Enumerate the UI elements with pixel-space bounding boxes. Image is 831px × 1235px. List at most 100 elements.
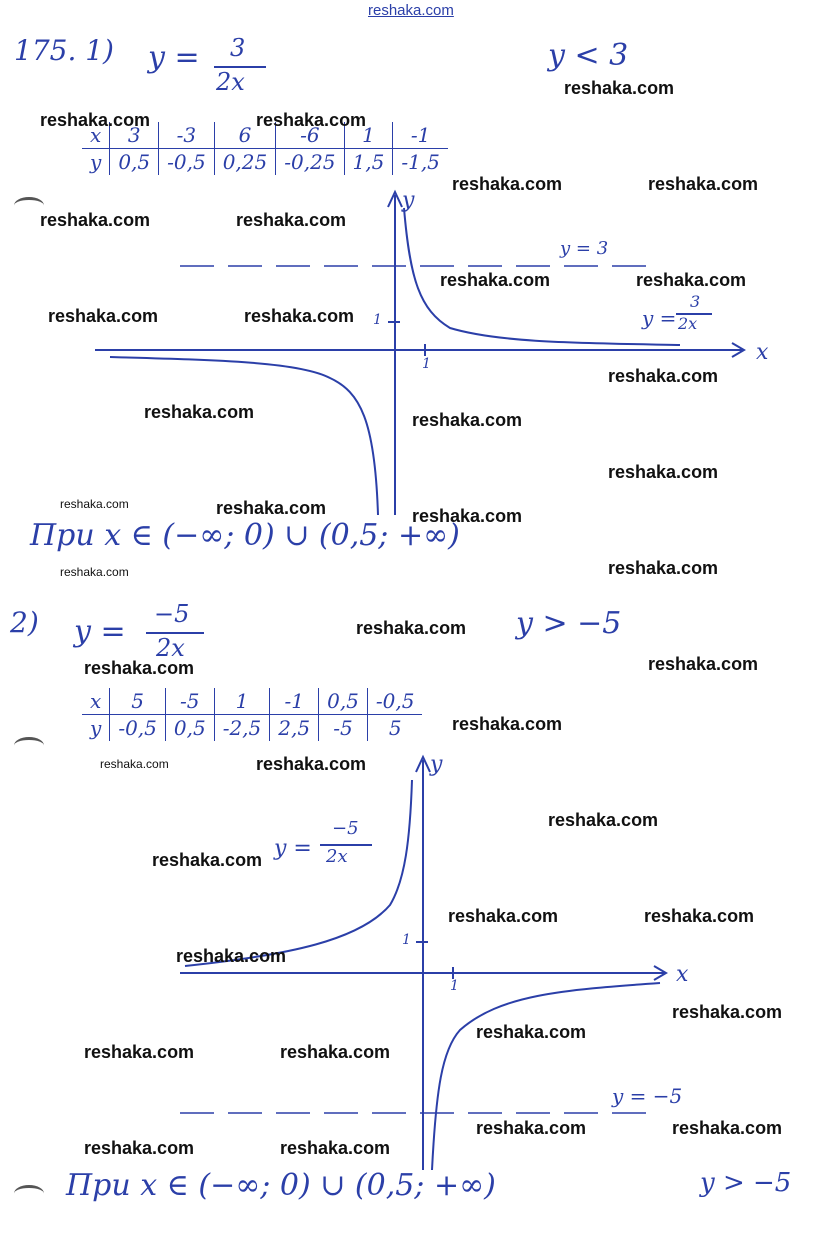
- header-link[interactable]: reshaka.com: [368, 2, 454, 19]
- graph1-tick-y-label: 1: [373, 312, 382, 328]
- watermark: reshaka.com: [100, 757, 169, 771]
- watermark: reshaka.com: [40, 210, 151, 230]
- watermark: reshaka.com: [412, 506, 523, 526]
- watermark: reshaka.com: [648, 654, 759, 674]
- y-axis-arrow: [415, 754, 431, 773]
- graph1-axis-y-label: y: [402, 188, 415, 213]
- graph2-curve-label-num: −5: [332, 818, 359, 839]
- watermark: reshaka.com: [412, 410, 523, 430]
- graph2-curve-label-lhs: y =: [274, 836, 312, 861]
- watermark: reshaka.com: [356, 618, 467, 638]
- table-cell: 2,5: [269, 714, 319, 741]
- hyperbola-branch-right: [431, 982, 661, 1171]
- problem1-value-table: x 3 -3 6 -6 1 -1 y 0,5 -0,5 0,25 -0,25 1…: [82, 122, 448, 175]
- watermark: reshaka.com: [672, 1002, 783, 1022]
- table-cell: -1: [392, 122, 448, 149]
- table-cell: 0,5: [164, 714, 215, 741]
- watermark: reshaka.com: [476, 1118, 587, 1138]
- table-cell: 0,5: [318, 688, 368, 715]
- watermark: reshaka.com: [440, 270, 551, 290]
- x-axis-arrow: [653, 965, 668, 981]
- problem1-equation-den: 2x: [216, 68, 245, 96]
- graph1-curve-label-lhs: y =: [642, 306, 677, 330]
- table-cell: -0,5: [158, 148, 215, 175]
- table-cell: x: [82, 122, 110, 149]
- watermark: reshaka.com: [476, 1022, 587, 1042]
- graph1-curve-label-bar: [676, 313, 712, 315]
- watermark: reshaka.com: [216, 498, 327, 518]
- problem2-number: 2): [10, 606, 39, 639]
- problem1-number: 175. 1): [14, 34, 114, 67]
- problem2-condition: y > −5: [516, 606, 622, 641]
- watermark: reshaka.com: [176, 946, 287, 966]
- table-row: x 3 -3 6 -6 1 -1: [82, 122, 448, 149]
- watermark: reshaka.com: [152, 850, 263, 870]
- watermark: reshaka.com: [144, 402, 255, 422]
- table-cell: 0,25: [213, 148, 276, 175]
- watermark: reshaka.com: [256, 754, 367, 774]
- graph1-asymptote-label: y = 3: [560, 238, 609, 259]
- graph1-tick-x-label: 1: [422, 356, 431, 372]
- problem2-value-table: x 5 -5 1 -1 0,5 -0,5 y -0,5 0,5 -2,5 2,5…: [82, 688, 423, 741]
- problem1-fraction-bar: [214, 66, 266, 68]
- watermark: reshaka.com: [84, 1138, 195, 1158]
- graph2-curve-label-den: 2x: [326, 846, 348, 867]
- watermark: reshaka.com: [280, 1138, 391, 1158]
- hyperbola-branch-right: [403, 207, 681, 346]
- watermark: reshaka.com: [672, 1118, 783, 1138]
- table-row: y 0,5 -0,5 0,25 -0,25 1,5 -1,5: [82, 148, 448, 175]
- table-cell: -0,5: [109, 714, 166, 741]
- table-cell: 5: [109, 688, 166, 715]
- watermark: reshaka.com: [60, 497, 129, 511]
- table-cell: 6: [213, 122, 276, 149]
- table-row: x 5 -5 1 -1 0,5 -0,5: [82, 688, 423, 715]
- watermark: reshaka.com: [48, 306, 159, 326]
- table-cell: y: [90, 150, 102, 174]
- watermark: reshaka.com: [608, 366, 719, 386]
- table-cell: -1: [269, 688, 319, 715]
- graph2-axis-y-label: y: [430, 752, 443, 777]
- watermark: reshaka.com: [452, 174, 563, 194]
- problem2-equation-lhs: y =: [74, 614, 126, 649]
- watermark: reshaka.com: [40, 110, 151, 130]
- table-cell: x: [82, 688, 110, 715]
- watermark: reshaka.com: [648, 174, 759, 194]
- watermark: reshaka.com: [608, 558, 719, 578]
- y-axis-arrow: [387, 189, 403, 208]
- hyperbola-branch-left: [109, 356, 379, 516]
- table-cell: 3: [109, 122, 159, 149]
- watermark: reshaka.com: [644, 906, 755, 926]
- table-cell: -5: [164, 688, 215, 715]
- problem1-answer: При x ∈ (−∞; 0) ∪ (0,5; +∞): [30, 518, 460, 553]
- table-cell: 1: [343, 122, 393, 149]
- table-cell: y: [90, 716, 102, 740]
- watermark: reshaka.com: [608, 462, 719, 482]
- problem2-fraction-bar: [146, 632, 204, 634]
- table-cell: 5: [366, 714, 423, 741]
- problem1-condition: y < 3: [548, 38, 629, 73]
- graph2-tick-x-label: 1: [450, 978, 459, 994]
- problem1-equation-lhs: y =: [148, 40, 200, 75]
- watermark: reshaka.com: [452, 714, 563, 734]
- problem2-equation-num: −5: [154, 600, 190, 628]
- watermark: reshaka.com: [280, 1042, 391, 1062]
- x-axis-arrow: [731, 342, 746, 358]
- problem1-equation-num: 3: [230, 34, 246, 62]
- punch-hole-mark: [14, 737, 44, 754]
- watermark: reshaka.com: [244, 306, 355, 326]
- punch-hole-mark: [14, 1185, 44, 1202]
- problem2-answer-condition: y > −5: [700, 1168, 792, 1198]
- watermark: reshaka.com: [636, 270, 747, 290]
- table-cell: 1: [213, 688, 270, 715]
- watermark: reshaka.com: [84, 1042, 195, 1062]
- table-cell: -0,5: [366, 688, 423, 715]
- watermark: reshaka.com: [60, 565, 129, 579]
- graph1-curve-label-den: 2x: [678, 314, 698, 333]
- graph2-curve-label-bar: [320, 844, 372, 846]
- table-cell: 1,5: [343, 148, 393, 175]
- table-cell: -3: [158, 122, 215, 149]
- watermark: reshaka.com: [84, 658, 195, 678]
- watermark: reshaka.com: [256, 110, 367, 130]
- graph1-curve-label-num: 3: [690, 292, 701, 311]
